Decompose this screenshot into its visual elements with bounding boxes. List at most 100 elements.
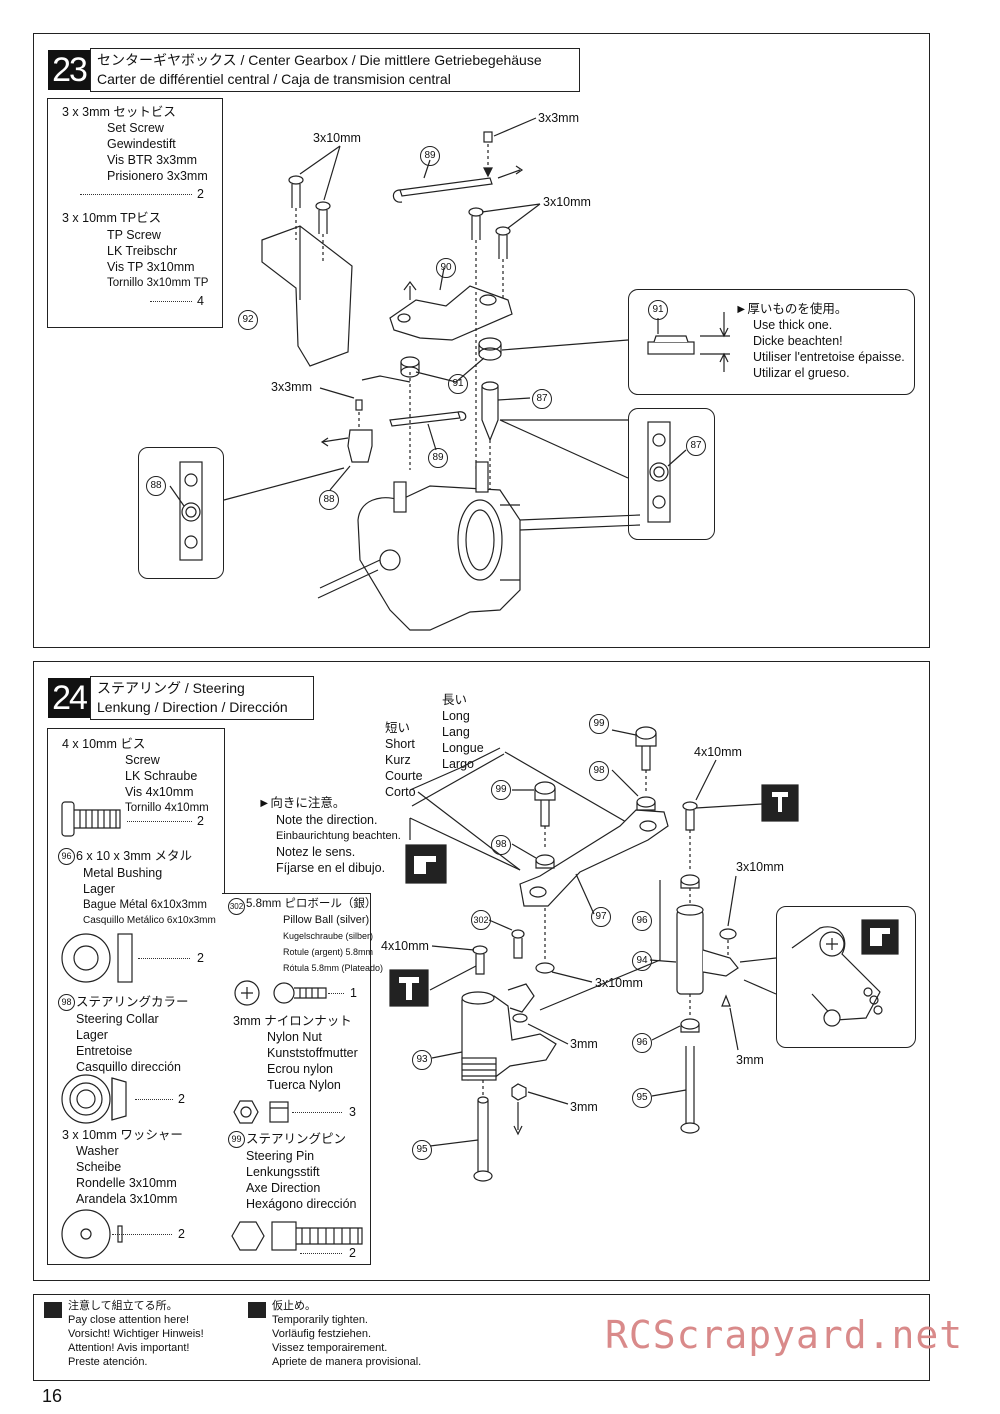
nut-name-2: Ecrou nylon — [267, 1062, 334, 1076]
callout-93: 93 — [412, 1050, 432, 1070]
direction-note-1: Note the direction. — [276, 813, 378, 827]
attention-text-4: Preste atención. — [68, 1356, 148, 1368]
washer-name-3: Arandela 3x10mm — [76, 1192, 178, 1206]
screw4x10-qty: 2 — [197, 814, 204, 828]
tpscrew-name-0: TP Screw — [107, 228, 161, 242]
short-label-1: Short — [385, 737, 415, 751]
thick-note-1: Use thick one. — [753, 318, 833, 332]
callout-90: 90 — [436, 258, 456, 278]
bushing-num: 96 — [58, 848, 75, 865]
nut-leader — [292, 1112, 342, 1113]
short-label-4: Corto — [385, 785, 416, 799]
bushing-qty: 2 — [197, 951, 204, 965]
label-4x10mm-top: 4x10mm — [694, 745, 742, 759]
step-24-title-line2: Lenkung / Direction / Dirección — [97, 699, 288, 715]
pin-leader — [300, 1253, 342, 1254]
short-label-3: Courte — [385, 769, 423, 783]
step-24-parts-box-ext — [222, 893, 371, 1265]
thick-note-3: Utiliser l'entretoise épaisse. — [753, 350, 905, 364]
direction-note-2: Einbaurichtung beachten. — [276, 830, 401, 842]
pin-heading: ステアリングピン — [246, 1132, 347, 1146]
washer-name-1: Scheibe — [76, 1160, 122, 1174]
callout-97: 97 — [591, 907, 611, 927]
bushing-name-0: Metal Bushing — [83, 866, 163, 880]
step-23-title-line1: センターギヤボックス / Center Gearbox / Die mittle… — [97, 52, 542, 68]
attention-text-2: Vorsicht! Wichtiger Hinweis! — [68, 1328, 204, 1340]
screw4x10-heading: 4 x 10mm ビス — [62, 737, 146, 751]
legend-panel — [33, 1294, 930, 1381]
bushing-name-3: Casquillo Metálico 6x10x3mm — [83, 915, 216, 926]
callout-96-top: 96 — [632, 911, 652, 931]
temporary-text-2: Vorläufig festziehen. — [272, 1328, 372, 1340]
collar-qty: 2 — [178, 1092, 185, 1106]
callout-98-left: 98 — [491, 835, 511, 855]
label-3x3mm-lower: 3x3mm — [271, 380, 312, 394]
step-23-parts-box — [47, 98, 223, 328]
nut-name-1: Kunststoffmutter — [267, 1046, 358, 1060]
collar-name-2: Entretoise — [76, 1044, 133, 1058]
callout-89-top: 89 — [420, 146, 440, 166]
callout-89-lower: 89 — [428, 448, 448, 468]
setscrew-qty: 2 — [197, 187, 204, 201]
nut-heading: 3mm ナイロンナット — [233, 1014, 352, 1028]
washer-leader — [112, 1234, 172, 1235]
bushing-name-2: Bague Métal 6x10x3mm — [83, 899, 208, 911]
short-label-0: 短い — [385, 721, 411, 735]
label-4x10mm-left: 4x10mm — [381, 939, 429, 953]
direction-note-0: ►向きに注意。 — [258, 796, 346, 810]
label-3mm-c: 3mm — [570, 1100, 598, 1114]
washer-heading: 3 x 10mm ワッシャー — [62, 1128, 183, 1142]
thick-note-2: Dicke beachten! — [753, 334, 843, 348]
pillow-qty: 1 — [350, 986, 357, 1000]
washer-qty: 2 — [178, 1227, 185, 1241]
long-label-2: Lang — [442, 725, 470, 739]
callout-94: 94 — [632, 951, 652, 971]
screw4x10-name-2: Vis 4x10mm — [125, 785, 194, 799]
callout-87: 87 — [532, 389, 552, 409]
pin-name-2: Axe Direction — [246, 1181, 321, 1195]
screw4x10-name-1: LK Schraube — [125, 769, 198, 783]
temporary-text-4: Apriete de manera provisional. — [272, 1356, 422, 1368]
label-3x10mm-right: 3x10mm — [543, 195, 591, 209]
label-3x3mm-top: 3x3mm — [538, 111, 579, 125]
temporary-text-0: 仮止め。 — [272, 1300, 316, 1312]
attention-text-3: Attention! Avis important! — [68, 1342, 190, 1354]
collar-name-0: Steering Collar — [76, 1012, 159, 1026]
long-label-0: 長い — [442, 693, 468, 707]
tpscrew-heading: 3 x 10mm TPビス — [62, 211, 162, 225]
attention-text-0: 注意して組立てる所。 — [68, 1300, 178, 1312]
detail-88-callout — [138, 447, 224, 579]
thick-note-4: Utilizar el grueso. — [753, 366, 850, 380]
pin-qty: 2 — [349, 1246, 356, 1260]
bushing-name-1: Lager — [83, 882, 115, 896]
collar-num: 98 — [58, 994, 75, 1011]
label-3x10mm-right: 3x10mm — [736, 860, 784, 874]
screw4x10-name-3: Tornillo 4x10mm — [125, 802, 209, 814]
attention-text-1: Pay close attention here! — [68, 1314, 190, 1326]
steering-arm-detail-callout — [776, 906, 916, 1048]
screw4x10-leader — [127, 821, 192, 822]
collar-heading: ステアリングカラー — [76, 995, 189, 1009]
collar-name-3: Casquillo dirección — [76, 1060, 181, 1074]
setscrew-name-1: Gewindestift — [107, 137, 176, 151]
collar-name-1: Lager — [76, 1028, 108, 1042]
callout-96-lower: 96 — [632, 1033, 652, 1053]
short-label-2: Kurz — [385, 753, 411, 767]
pillow-name-1: Kugelschraube (silber) — [283, 931, 374, 941]
tpscrew-name-1: LK Treibschr — [107, 244, 178, 258]
temporary-text-1: Temporarily tighten. — [272, 1314, 368, 1326]
pin-name-1: Lenkungsstift — [246, 1165, 320, 1179]
setscrew-heading: 3 x 3mm セットビス — [62, 105, 176, 119]
pillow-leader — [328, 993, 344, 994]
nut-name-0: Nylon Nut — [267, 1030, 322, 1044]
callout-99-left: 99 — [491, 780, 511, 800]
callout-91-detail: 91 — [648, 300, 668, 320]
setscrew-name-2: Vis BTR 3x3mm — [107, 153, 198, 167]
label-3mm-b: 3mm — [736, 1053, 764, 1067]
page-number: 16 — [42, 1386, 63, 1406]
label-3x10mm-left: 3x10mm — [313, 131, 361, 145]
callout-91: 91 — [448, 374, 468, 394]
pin-num: 99 — [228, 1131, 245, 1148]
nut-qty: 3 — [349, 1105, 356, 1119]
bushing-heading: 6 x 10 x 3mm メタル — [76, 849, 192, 863]
